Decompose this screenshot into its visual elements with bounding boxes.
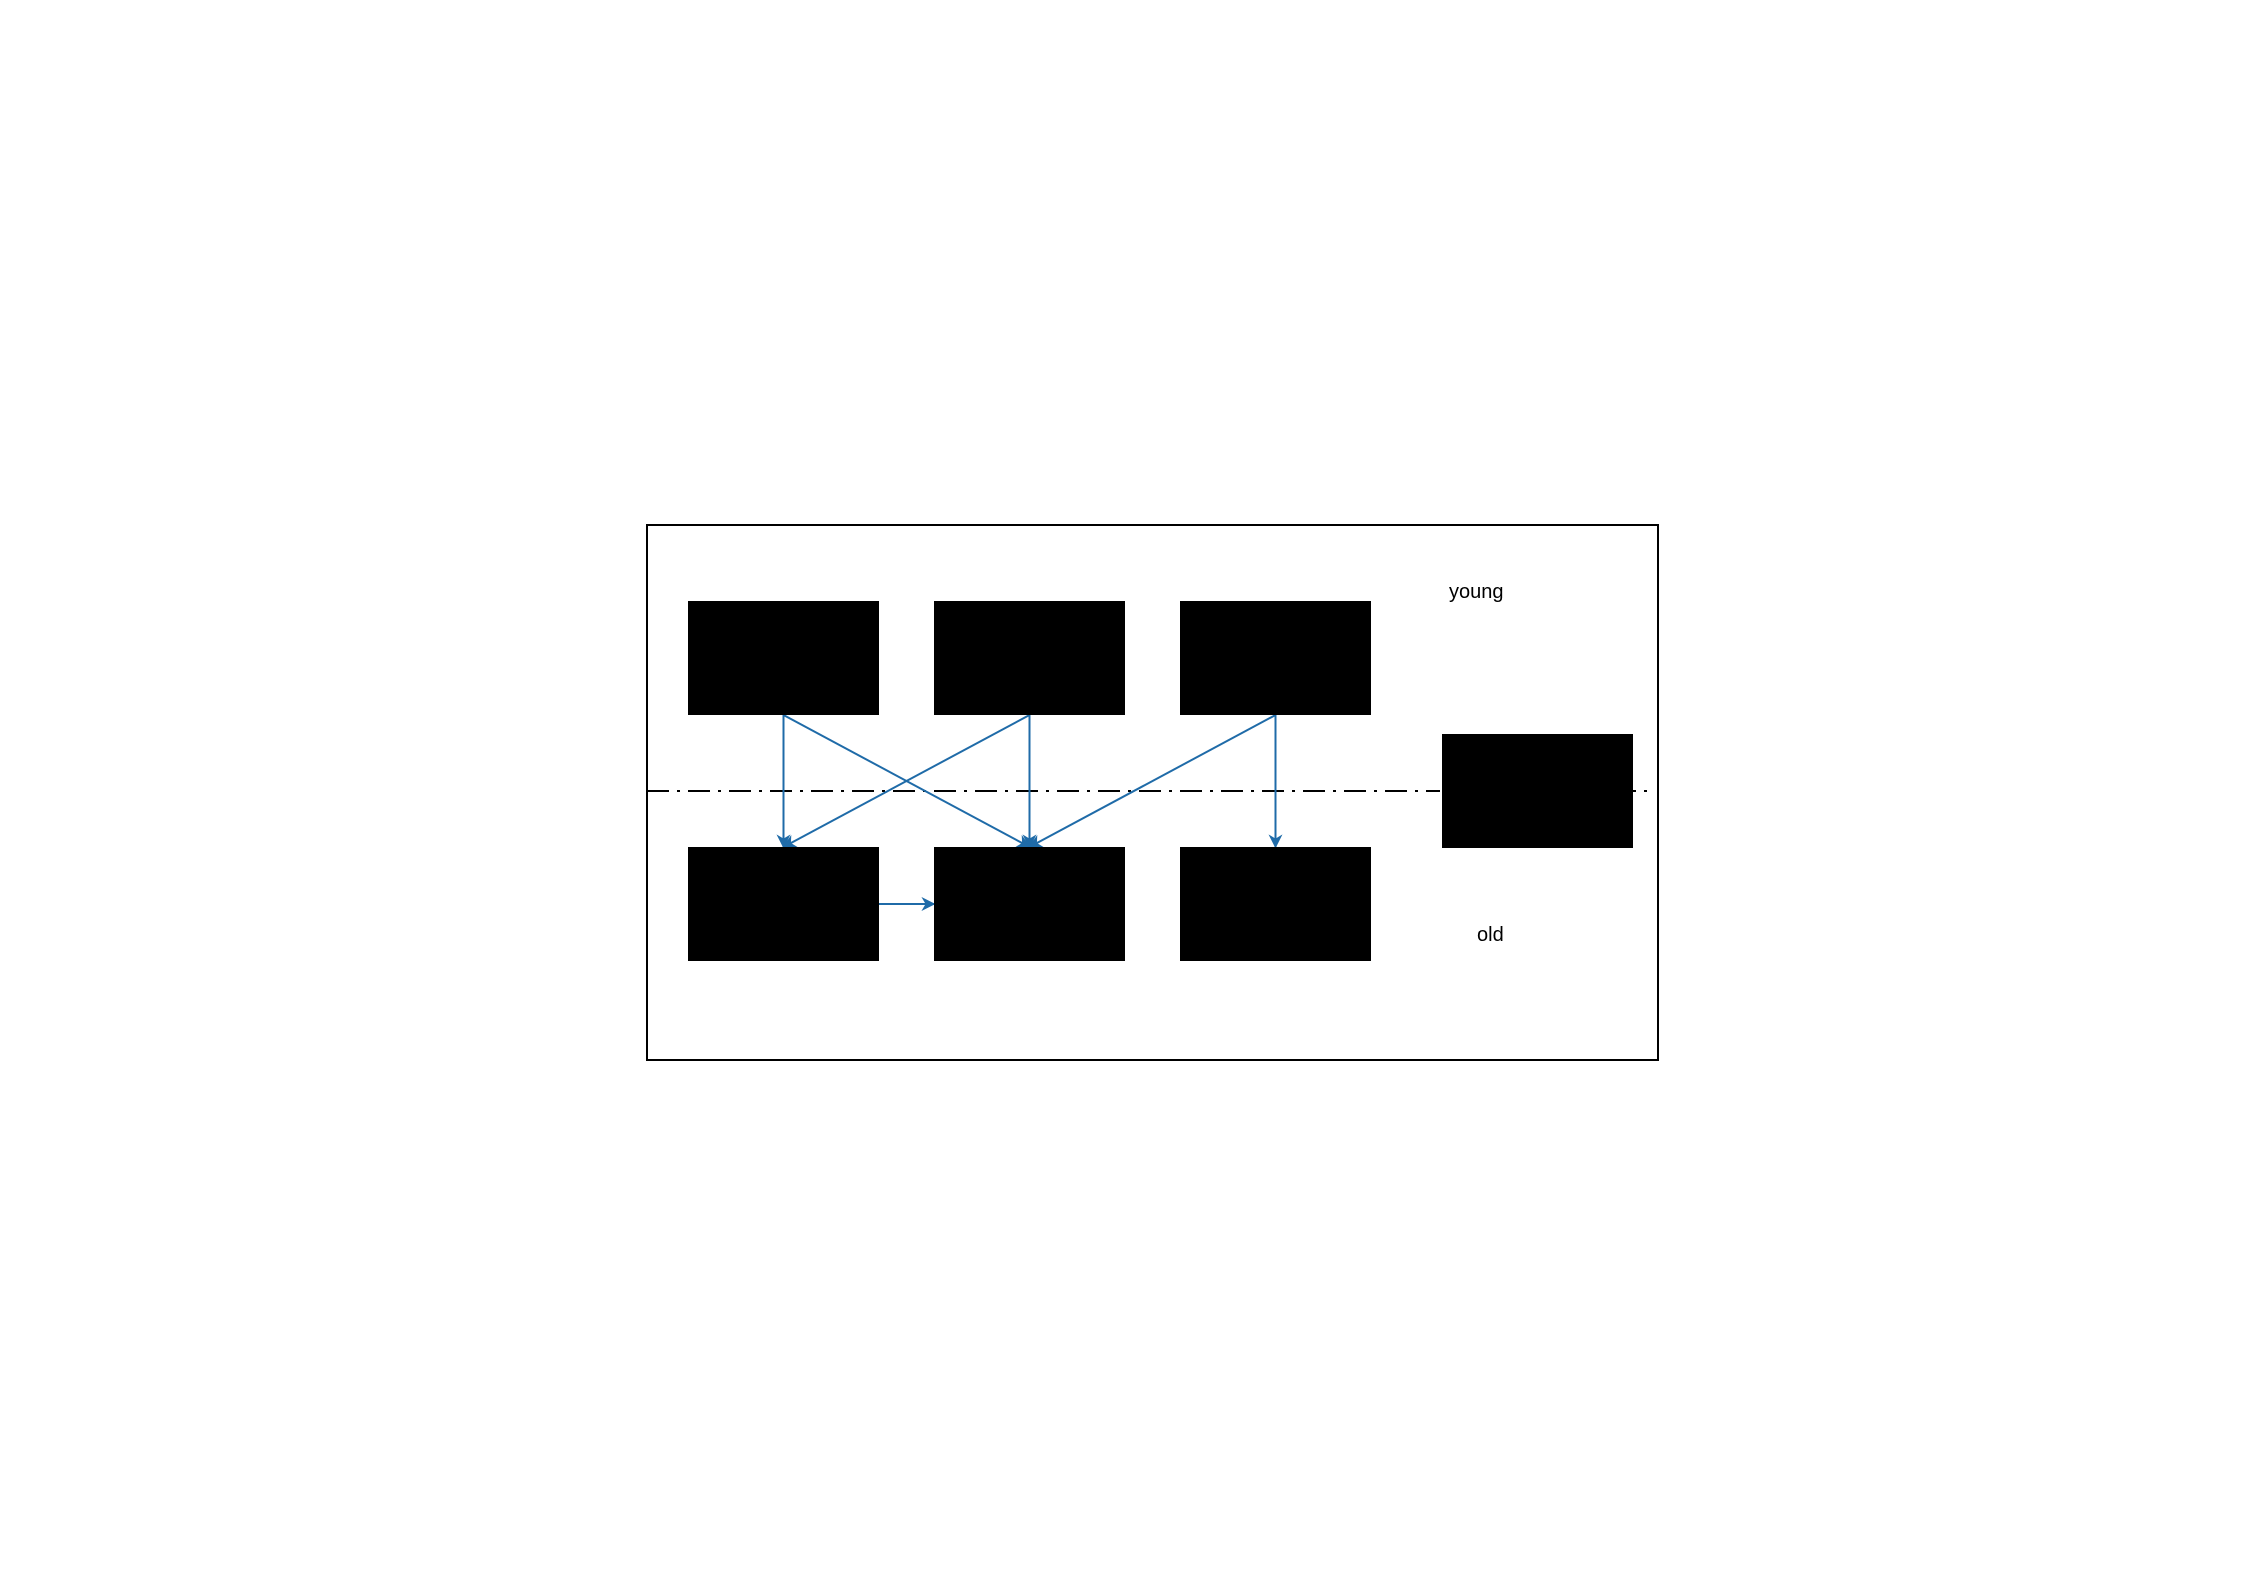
node-parallel-scavenge[interactable]: Parallel Scavenge	[1180, 601, 1371, 715]
node-serial-label: Serial	[758, 648, 809, 670]
node-cms[interactable]: CMS	[688, 847, 879, 961]
node-parnew-label: ParNew	[994, 648, 1066, 670]
zone-label-old: old	[1477, 924, 1504, 946]
edge-parallel-scavenge-to-serial-old	[1028, 714, 1276, 848]
node-cms-label: CMS	[761, 894, 805, 916]
node-parnew[interactable]: ParNew	[934, 601, 1125, 715]
edge-parnew-to-cms	[782, 714, 1030, 848]
node-serial-old-label: Serial Old	[986, 894, 1074, 916]
edges-layer	[776, 714, 1283, 911]
node-parallel-scavenge-label-line2: Scavenge	[1231, 660, 1320, 682]
zone-label-young: young	[1449, 581, 1504, 603]
node-parallel-scavenge-label-line1: Parallel	[1242, 636, 1309, 658]
node-parallel-old-label: Parallel Old	[1224, 894, 1327, 916]
node-g1[interactable]: G1	[1442, 734, 1633, 848]
diagram-frame	[646, 524, 1659, 1061]
node-serial[interactable]: Serial	[688, 601, 879, 715]
node-parallel-old[interactable]: Parallel Old	[1180, 847, 1371, 961]
node-g1-label: G1	[1524, 781, 1551, 803]
node-serial-old[interactable]: Serial Old	[934, 847, 1125, 961]
